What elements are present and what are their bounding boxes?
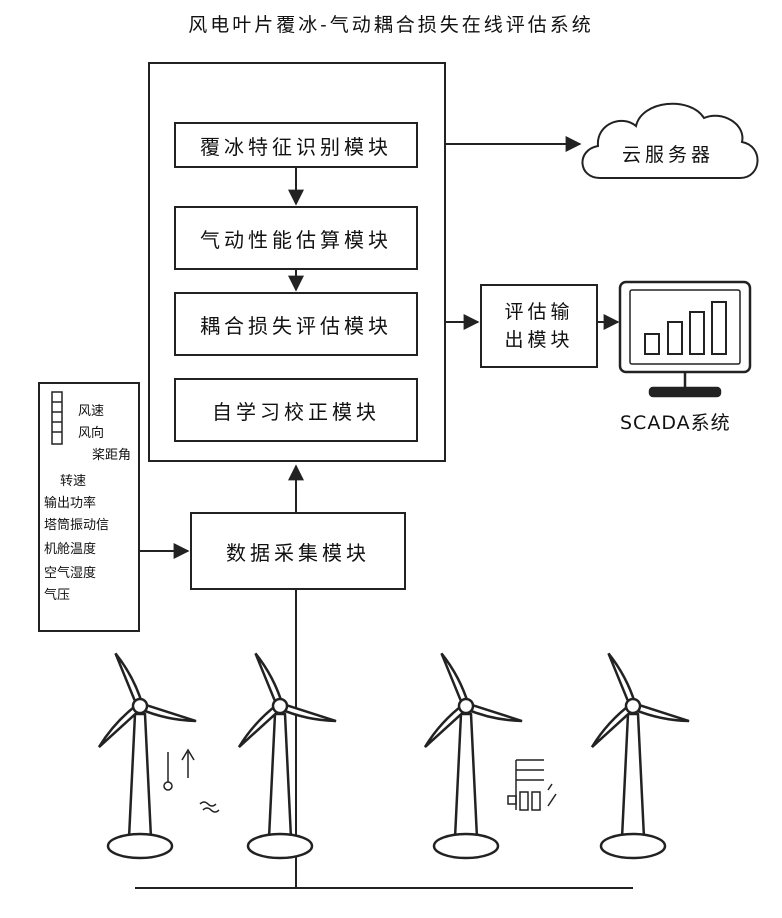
sensor-pitch-angle: 桨距角: [92, 444, 131, 463]
sensor-air-humidity: 空气湿度: [44, 562, 96, 581]
wind-turbine-icon: [99, 653, 196, 858]
wind-turbine-icon: [239, 653, 336, 858]
assessment-output-line2: 出模块: [504, 326, 573, 354]
module-aero-estimation[interactable]: 气动性能估算模块: [174, 206, 418, 270]
module-assessment-output[interactable]: 评估输 出模块: [480, 284, 598, 368]
sensor-tower-vibration: 塔筒振动信: [44, 514, 109, 533]
sensor-wind-direction: 风向: [78, 422, 104, 441]
monitor-icon: [620, 282, 750, 396]
sensor-wind-speed: 风速: [78, 400, 104, 419]
module-self-learning[interactable]: 自学习校正模块: [174, 378, 418, 442]
sensor-air-pressure: 气压: [44, 584, 70, 603]
temperature-sensor-icon: [164, 750, 219, 812]
sensor-output-power: 输出功率: [44, 492, 96, 511]
assessment-output-line1: 评估输: [504, 298, 573, 326]
wind-turbine-icon: [592, 653, 689, 858]
cloud-server-label: 云服务器: [598, 140, 738, 167]
module-data-acquisition[interactable]: 数据采集模块: [190, 512, 406, 590]
sensor-nacelle-temp: 机舱温度: [44, 538, 96, 557]
scada-system-label: SCADA系统: [620, 408, 731, 435]
sensor-rotor-speed: 转速: [60, 470, 86, 489]
vibration-sensor-icon: [508, 760, 556, 810]
module-ice-recognition[interactable]: 覆冰特征识别模块: [174, 122, 418, 168]
wind-turbine-icon: [425, 653, 522, 858]
module-loss-assessment[interactable]: 耦合损失评估模块: [174, 292, 418, 356]
sensor-panel: 风速 风向 桨距角 转速 输出功率 塔筒振动信 机舱温度 空气湿度 气压: [38, 382, 140, 632]
